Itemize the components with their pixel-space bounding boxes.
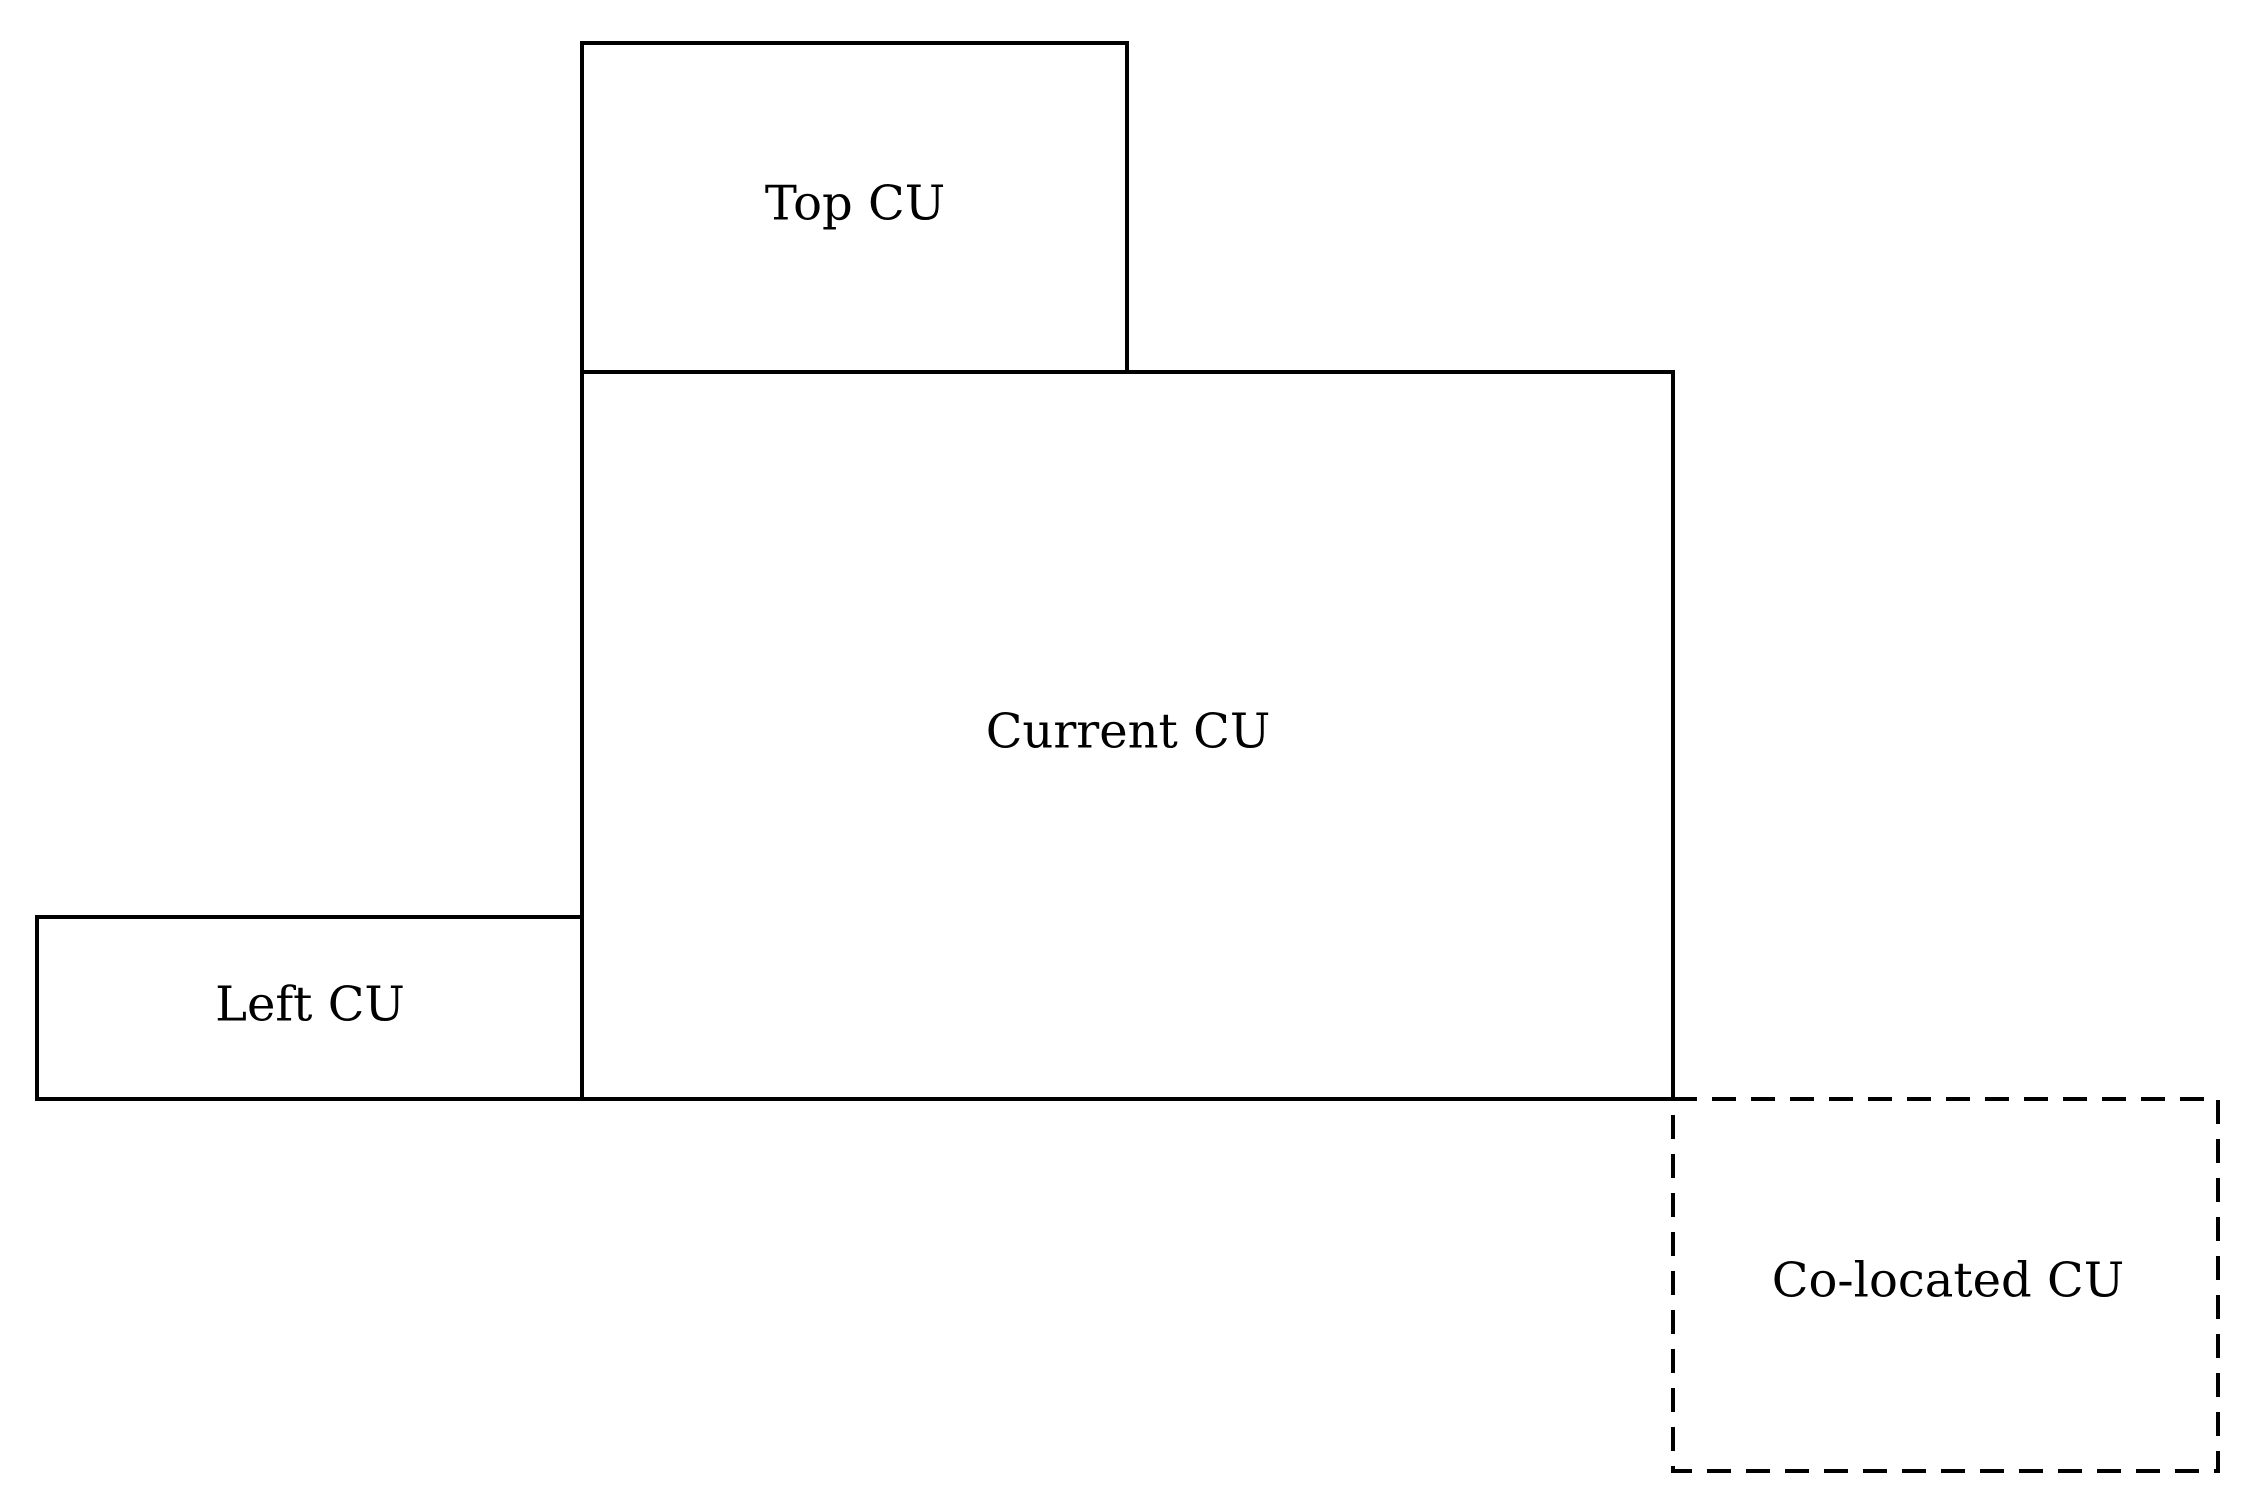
colocated-cu-block: Co-located CU: [1671, 1097, 2220, 1473]
colocated-cu-box: [1671, 1097, 2220, 1473]
left-cu-block: Left CU: [35, 915, 584, 1101]
current-cu-block: Current CU: [580, 370, 1675, 1101]
left-cu-label: Left CU: [215, 977, 405, 1033]
left-cu-box: [35, 915, 584, 1101]
top-cu-label: Top CU: [765, 176, 945, 232]
top-cu-block: Top CU: [580, 41, 1129, 374]
current-cu-label: Current CU: [986, 704, 1271, 760]
current-cu-box: [580, 370, 1675, 1101]
colocated-cu-label: Co-located CU: [1772, 1253, 2124, 1309]
